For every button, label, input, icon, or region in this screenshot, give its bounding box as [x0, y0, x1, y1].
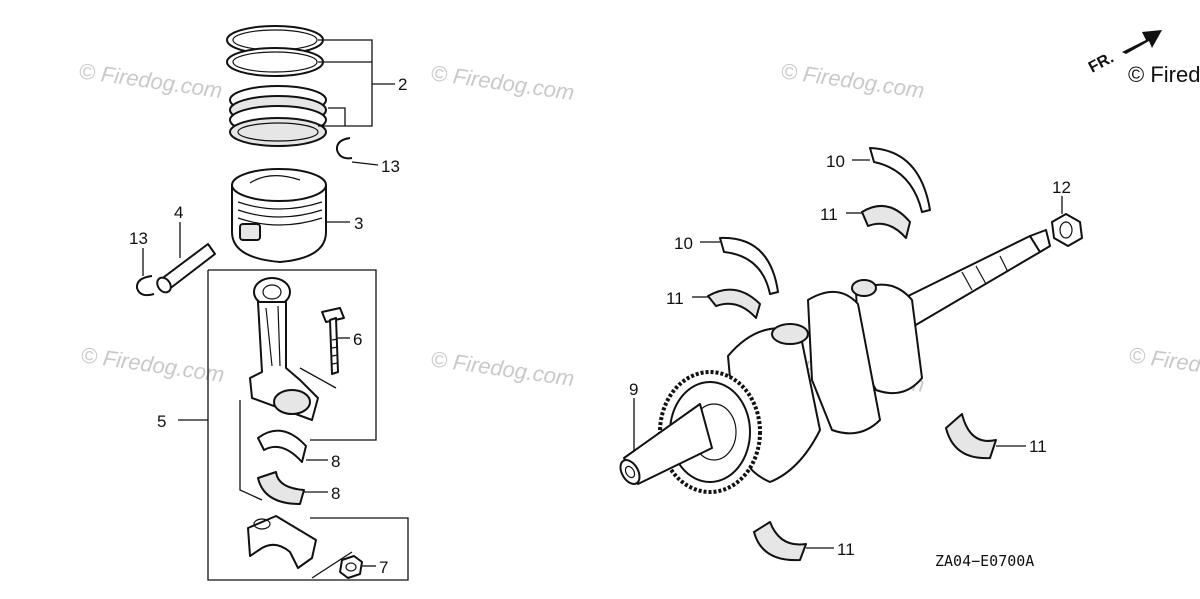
rod-nut [339, 555, 363, 579]
fr-label: FR. [1086, 49, 1117, 76]
main-bearing-a [861, 204, 911, 239]
main-bearing-d [753, 521, 807, 562]
leader-pin-clip-right [351, 161, 379, 166]
connecting-rod-bracket [207, 269, 409, 581]
callout-5: 5 [157, 412, 166, 431]
callout-13-right: 13 [381, 157, 400, 176]
callout-11-d: 11 [837, 540, 855, 559]
front-direction-marker: FR. © Firedog.com [1086, 30, 1200, 87]
piston-rings [226, 25, 327, 147]
callout-8-upper: 8 [331, 452, 340, 471]
piston [231, 168, 327, 263]
callout-3: 3 [354, 214, 363, 233]
pin-clip-right [335, 137, 353, 160]
watermark-7: © Firedog.com [1127, 342, 1200, 387]
diagram-code: ZA04−E0700A [935, 552, 1034, 570]
connecting-rod [249, 277, 319, 421]
callout-11-b: 11 [666, 289, 684, 308]
callout-10-lower: 10 [674, 234, 693, 253]
callout-11-a: 11 [820, 205, 838, 224]
watermark-3: © Firedog.com [779, 58, 926, 103]
callout-13-left: 13 [129, 229, 148, 248]
rod-bolt [321, 307, 345, 375]
rod-bearing-lower [257, 471, 305, 505]
rod-cap [247, 515, 317, 569]
callout-2: 2 [398, 75, 407, 94]
callout-7: 7 [379, 558, 388, 577]
callout-10-upper: 10 [826, 152, 845, 171]
callout-6: 6 [353, 330, 362, 349]
watermark-1: © Firedog.com [77, 58, 224, 103]
main-bearing-b [707, 288, 761, 319]
callout-4: 4 [174, 203, 183, 222]
callout-8-lower: 8 [331, 484, 340, 503]
watermark-2: © Firedog.com [429, 60, 576, 105]
piston-pin [156, 243, 216, 294]
thrust-washer-upper [869, 147, 931, 213]
thrust-washer-lower [719, 236, 779, 295]
crankshaft [619, 229, 1051, 494]
watermark-5: © Firedog.com [429, 346, 576, 391]
crank-nut [1051, 213, 1083, 247]
corner-watermark: © Firedog.com [1128, 62, 1200, 87]
callout-9: 9 [629, 380, 638, 399]
callout-12: 12 [1052, 178, 1071, 197]
rod-bearing-upper [257, 429, 307, 463]
callout-11-c: 11 [1029, 437, 1047, 456]
leader-piston-rings [318, 39, 395, 127]
watermark-4: © Firedog.com [79, 342, 226, 387]
front-arrow-icon [1122, 30, 1162, 54]
pin-clip-left [135, 275, 155, 297]
main-bearing-c [945, 413, 997, 460]
